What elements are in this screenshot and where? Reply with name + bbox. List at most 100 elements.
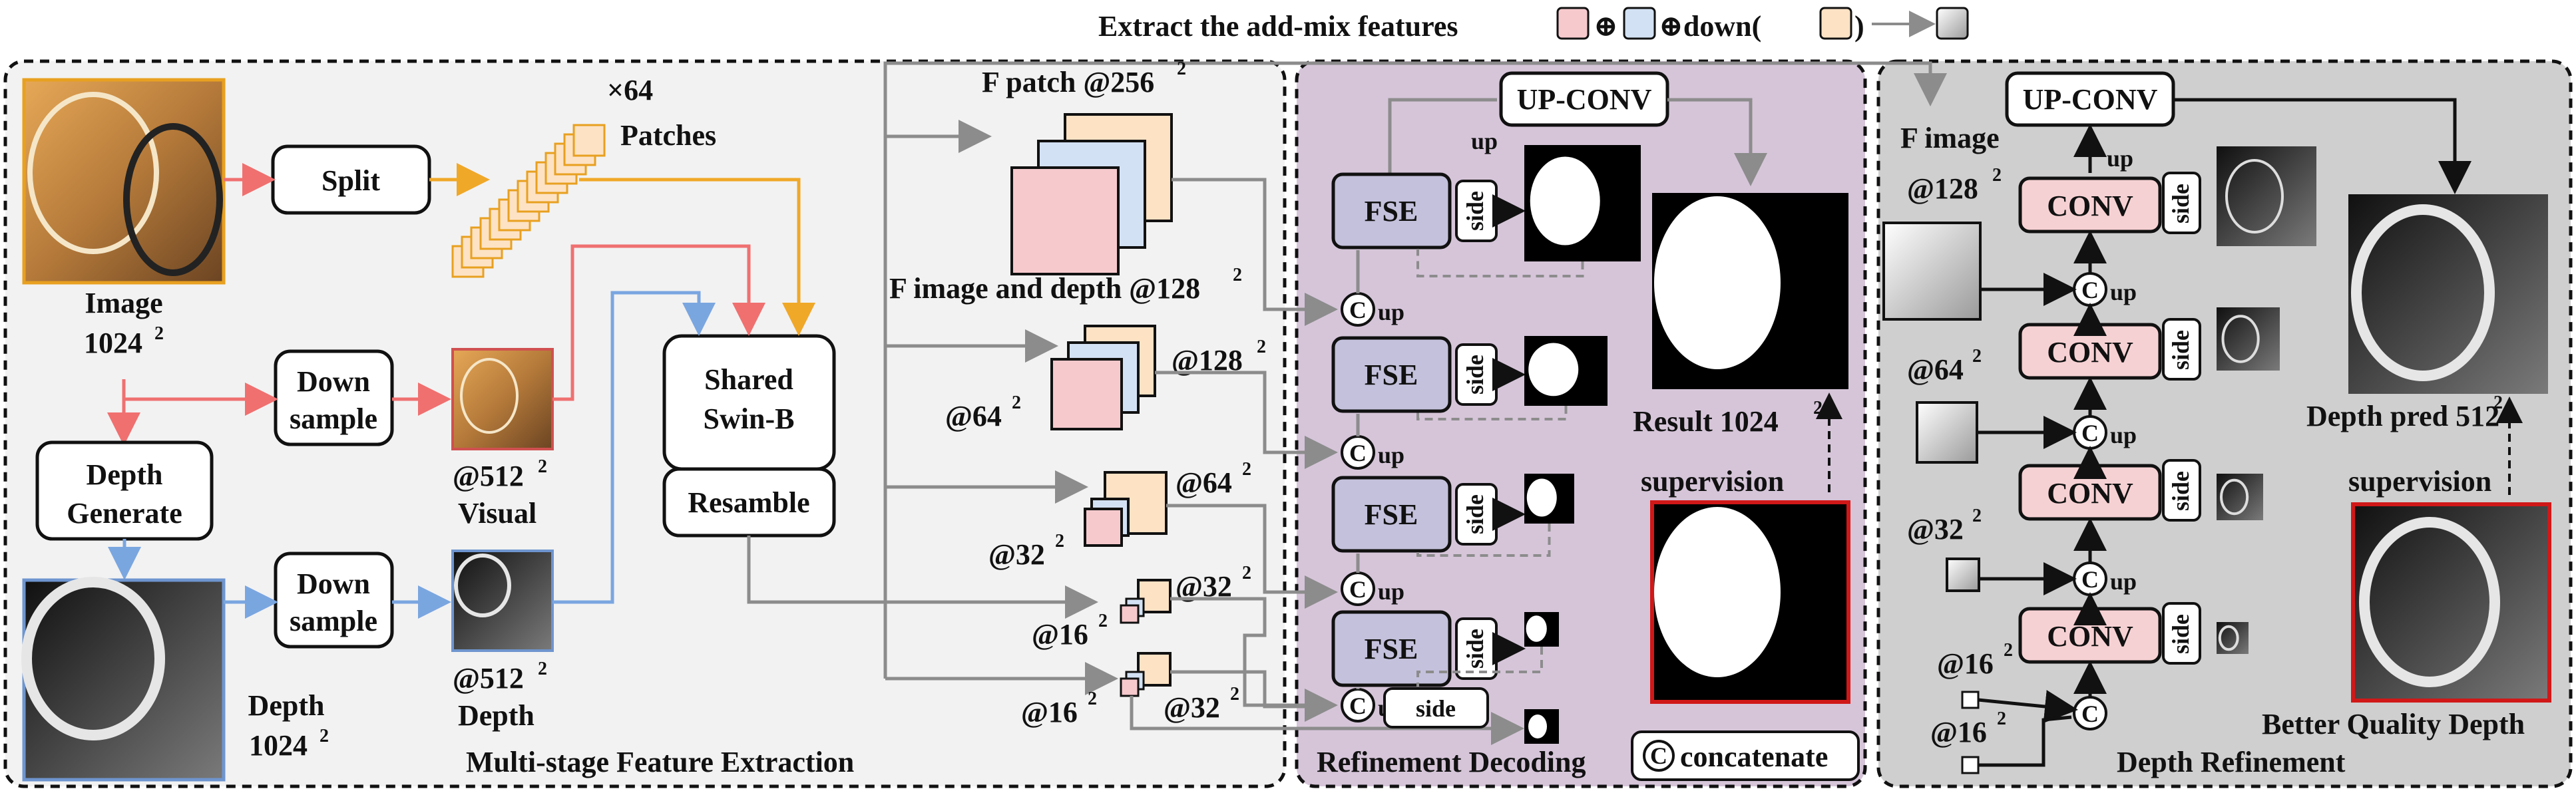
depth-pred-ring (2351, 204, 2495, 381)
legend-pink-square (1556, 7, 1590, 40)
f-image-depth-sup: 2 (1233, 265, 1242, 285)
depth-label: Depth (248, 689, 325, 722)
ref-up-label: up (2107, 145, 2133, 172)
r64b-sup: 2 (1242, 459, 1251, 480)
down-sample-1-line1: Down (297, 365, 370, 398)
bottom-side-label: side (1416, 695, 1456, 722)
r32c-label: @32 (1164, 691, 1220, 724)
better-quality-label: Better Quality Depth (2262, 708, 2525, 740)
depth-image-ring (21, 577, 165, 740)
legend-plus-1: ⊕ (1594, 10, 1618, 43)
concat-legend-box (1631, 730, 1860, 781)
fse-label: FSE (1365, 633, 1418, 665)
side-label: side (1462, 355, 1488, 395)
conv-label: CONV (2047, 620, 2133, 653)
result-label: Result 1024 (1633, 405, 1779, 438)
ref-r16a-sup: 2 (2004, 640, 2013, 661)
ref-feature-square (1882, 222, 1982, 321)
concat-c: C (1349, 297, 1367, 323)
ref-side-label: side (2167, 614, 2194, 654)
ref-arrow-upconv-pred (2173, 98, 2471, 194)
resample-label: Resamble (688, 486, 809, 519)
decoding-title: Refinement Decoding (1317, 746, 1586, 778)
arrow-16-c5 (1170, 670, 1325, 709)
ref-side-thumb-ring (2218, 625, 2239, 651)
ref-feature-label: @64 (1907, 353, 1964, 386)
conv-label: CONV (2047, 477, 2133, 510)
ref-supervision-label: supervision (2348, 465, 2491, 498)
r32b-sup: 2 (1242, 563, 1251, 583)
visual-res: @512 (453, 460, 524, 492)
visual-thumb-basket (460, 358, 519, 434)
ref-r16b: @16 (1930, 716, 1987, 748)
input-image-basket-dark (123, 123, 223, 276)
depth-small-res-sup: 2 (538, 659, 547, 679)
r64a-sup: 2 (1012, 393, 1021, 413)
f-patch-sup: 2 (1177, 59, 1186, 79)
split-label: Split (322, 164, 380, 197)
ref-upconv-label: UP-CONV (2023, 83, 2158, 116)
concat-c: C (1349, 693, 1367, 719)
input-image (22, 78, 226, 285)
legend-title: Extract the add-mix features (1098, 10, 1458, 43)
f-patch-label: F patch @256 (982, 66, 1154, 98)
ref-side-tag (2162, 459, 2201, 522)
ref-up-small: up (2110, 279, 2137, 305)
concat-legend-circle (1643, 740, 1675, 772)
ref-side-label: side (2167, 471, 2194, 511)
ref-concat-c: C (2081, 701, 2099, 727)
ref-r16b-sup: 2 (1997, 709, 2006, 729)
conv-label: CONV (2047, 190, 2133, 222)
depth-generate-line2: Generate (67, 497, 182, 530)
ref-concat-c: C (2081, 277, 2099, 303)
legend-plus-down: ⊕down( (1659, 10, 1761, 43)
dec-dashed-feedback (1416, 249, 1584, 277)
image-res: 1024 (84, 327, 142, 359)
r16a-sup: 2 (1098, 611, 1108, 631)
patches-label: Patches (620, 119, 716, 152)
ref-feature-sup: 2 (1992, 165, 2002, 186)
ref-up-small: up (2110, 422, 2137, 448)
depth-pred-sup: 2 (2493, 393, 2503, 413)
depth-pred-label: Depth pred 512 (2306, 400, 2499, 432)
dec-gt-mask (1654, 507, 1781, 677)
ref-tiny-arrow-1 (1978, 690, 2078, 723)
side-prediction-mask (1526, 478, 1557, 517)
patches-count: ×64 (607, 74, 653, 106)
dec-dashed-feedback (1416, 524, 1551, 557)
ref-side-thumb (2217, 146, 2316, 246)
ref-gt-ring (2359, 517, 2500, 687)
ref-feature-sup: 2 (1972, 506, 1982, 526)
ref-feature-square (1916, 401, 1978, 464)
depth-thumb-ring (454, 554, 511, 617)
gray-trunk (883, 61, 1947, 679)
image-res-sup: 2 (154, 323, 164, 344)
concat-legend-label: concatenate (1680, 740, 1828, 773)
fse-label: FSE (1365, 359, 1418, 391)
concat-legend-c: C (1650, 742, 1667, 769)
ref-side-thumb-ring (2221, 315, 2260, 363)
ref-tiny-square (1961, 756, 1980, 774)
ref-gt-image (2351, 502, 2551, 703)
side-label: side (1462, 629, 1488, 669)
ref-feature-sup: 2 (1972, 346, 1982, 367)
dec-arrow-fse-upconv (1388, 98, 1497, 173)
swin-line2: Swin-B (704, 402, 795, 435)
down-sample-1-line2: sample (290, 402, 377, 435)
concat-c: C (1349, 576, 1367, 603)
fse-box (1331, 336, 1452, 413)
feature-stack-64 (1084, 471, 1168, 547)
arrow-128-c2 (1155, 371, 1338, 469)
r16b-label: @16 (1021, 696, 1078, 728)
dec-up-label: up (1471, 128, 1498, 154)
dec-up-small: up (1378, 442, 1404, 468)
side-label: side (1462, 494, 1488, 534)
r64a-label: @64 (945, 400, 1002, 432)
legend-blue-square (1623, 7, 1656, 40)
ref-feature-label: @128 (1907, 172, 1978, 205)
dec-dashed-feedback (1416, 406, 1568, 420)
patch-square (572, 124, 606, 157)
